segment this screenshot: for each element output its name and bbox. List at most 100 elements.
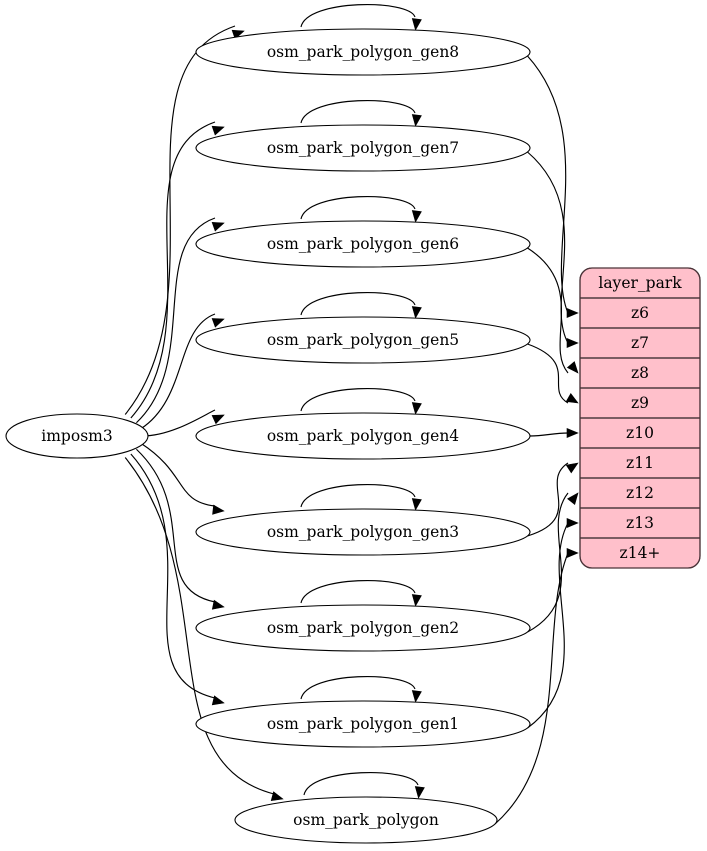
table-row-z10[interactable]: z10 <box>580 418 700 448</box>
table-row-label: z13 <box>626 514 654 532</box>
self-loop-edge-gen6 <box>300 195 416 220</box>
self-loop-edge-gen7 <box>300 99 416 124</box>
table-row-z14+[interactable]: z14+ <box>580 538 700 568</box>
self-loop-arrow-gen7 <box>411 114 422 127</box>
edge-gen2-to-z12 <box>527 492 569 633</box>
edge-gen5-to-z9 <box>527 343 569 404</box>
edge-gen3-to-z11 <box>527 462 569 537</box>
edge-imposm3-to-gen5 <box>140 313 216 430</box>
edge-gen1-to-z13 <box>527 522 569 729</box>
node-gen1[interactable]: osm_park_polygon_gen1 <box>195 700 531 748</box>
table-row-label: z6 <box>631 304 649 322</box>
node-gen2-shape[interactable] <box>195 604 531 652</box>
table-row-z7[interactable]: z7 <box>580 328 700 358</box>
self-loop-edge-gen1 <box>300 675 416 700</box>
self-loop-arrow-gen2 <box>411 594 422 607</box>
node-gen6-label: osm_park_polygon_gen6 <box>267 235 459 253</box>
node-gen7-shape[interactable] <box>195 124 531 172</box>
node-gen2[interactable]: osm_park_polygon_gen2 <box>195 604 531 652</box>
node-gen1-label: osm_park_polygon_gen1 <box>267 715 459 733</box>
table-row-z11[interactable]: z11 <box>580 448 700 478</box>
layer-park-header-label: layer_park <box>598 274 682 292</box>
arrow-imposm3-to-gen3 <box>212 504 225 515</box>
node-gen6-shape[interactable] <box>195 220 531 268</box>
edge-gen4-to-z10 <box>529 432 569 437</box>
edge-gen8-to-z6 <box>527 55 569 314</box>
arrow-base-to-z14+ <box>566 547 579 559</box>
edge-imposm3-to-gen1 <box>130 453 216 699</box>
edge-imposm3-to-gen8 <box>124 25 236 415</box>
node-gen5-shape[interactable] <box>195 316 531 364</box>
edges-layer <box>124 3 579 825</box>
node-imposm3[interactable]: imposm3 <box>5 413 149 459</box>
edge-imposm3-to-gen6 <box>136 217 216 424</box>
edge-gen7-to-z7 <box>527 151 569 344</box>
arrow-imposm3-to-base <box>270 791 284 801</box>
self-loop-arrow-gen3 <box>411 498 422 511</box>
arrow-imposm3-to-gen7 <box>211 125 225 136</box>
node-gen8-label: osm_park_polygon_gen8 <box>267 43 459 61</box>
arrow-gen2-to-z12 <box>567 492 579 505</box>
node-base-shape[interactable] <box>234 796 498 844</box>
self-loop-arrow-gen1 <box>411 690 422 703</box>
self-loop-arrow-base <box>414 786 425 799</box>
arrow-gen1-to-z13 <box>566 517 579 529</box>
self-loop-edge-gen8 <box>300 3 416 28</box>
table-row-label: z7 <box>631 334 649 352</box>
self-loop-edge-gen4 <box>300 387 416 412</box>
node-gen8-shape[interactable] <box>195 28 531 76</box>
self-loop-edge-gen3 <box>300 483 416 508</box>
arrow-imposm3-to-gen1 <box>211 695 225 706</box>
arrow-gen5-to-z9 <box>565 392 579 404</box>
edge-gen6-to-z8 <box>527 247 569 374</box>
table-row-label: z12 <box>626 484 654 502</box>
table-row-label: z10 <box>626 424 654 442</box>
self-loop-arrow-gen6 <box>411 210 422 223</box>
table-row-z6[interactable]: z6 <box>580 298 700 328</box>
node-imposm3-shape[interactable] <box>5 413 149 459</box>
node-gen8[interactable]: osm_park_polygon_gen8 <box>195 28 531 76</box>
node-gen5[interactable]: osm_park_polygon_gen5 <box>195 316 531 364</box>
node-base[interactable]: osm_park_polygon <box>234 796 498 844</box>
node-base-label: osm_park_polygon <box>293 811 439 829</box>
arrow-gen3-to-z11 <box>565 462 579 474</box>
node-imposm3-label: imposm3 <box>41 427 112 445</box>
arrow-imposm3-to-gen5 <box>211 318 225 328</box>
nodes-layer: imposm3 osm_park_polygon_gen8 osm_park_pol… <box>5 28 531 844</box>
self-loop-arrow-gen8 <box>411 18 422 31</box>
arrow-gen6-to-z8 <box>566 361 579 374</box>
arrow-imposm3-to-gen6 <box>211 221 225 232</box>
layer-park-table: layer_park z6 z7 z8 z9 z10 z11 z12 z13 z14+ <box>579 267 701 569</box>
node-gen1-shape[interactable] <box>195 700 531 748</box>
node-gen5-label: osm_park_polygon_gen5 <box>267 331 459 349</box>
table-row-z12[interactable]: z12 <box>580 478 700 508</box>
arrow-gen8-to-z6 <box>566 307 579 319</box>
edge-imposm3-to-gen2 <box>136 448 216 603</box>
self-loop-edge-base <box>303 771 419 796</box>
node-gen3-label: osm_park_polygon_gen3 <box>267 523 459 541</box>
node-gen7-label: osm_park_polygon_gen7 <box>267 139 459 157</box>
node-gen4-shape[interactable] <box>195 412 531 460</box>
node-gen4[interactable]: osm_park_polygon_gen4 <box>195 412 531 460</box>
edge-imposm3-to-base <box>124 457 275 795</box>
table-row-label: z11 <box>626 454 654 472</box>
self-loop-arrow-gen4 <box>411 402 422 415</box>
edge-imposm3-to-gen3 <box>140 442 216 507</box>
self-loop-arrow-gen5 <box>411 306 422 319</box>
node-gen4-label: osm_park_polygon_gen4 <box>267 427 459 445</box>
table-row-label: z14+ <box>620 544 661 562</box>
arrow-imposm3-to-gen2 <box>211 599 225 610</box>
table-row-label: z8 <box>631 364 649 382</box>
arrow-gen7-to-z7 <box>566 337 579 349</box>
node-gen3[interactable]: osm_park_polygon_gen3 <box>195 508 531 556</box>
arrow-imposm3-to-gen4 <box>211 414 225 425</box>
node-gen6[interactable]: osm_park_polygon_gen6 <box>195 220 531 268</box>
self-loop-edge-gen2 <box>300 579 416 604</box>
self-loop-edge-gen5 <box>300 291 416 316</box>
node-gen7[interactable]: osm_park_polygon_gen7 <box>195 124 531 172</box>
table-row-z13[interactable]: z13 <box>580 508 700 538</box>
table-row-z9[interactable]: z9 <box>580 388 700 418</box>
node-gen3-shape[interactable] <box>195 508 531 556</box>
table-row-z8[interactable]: z8 <box>580 358 700 388</box>
